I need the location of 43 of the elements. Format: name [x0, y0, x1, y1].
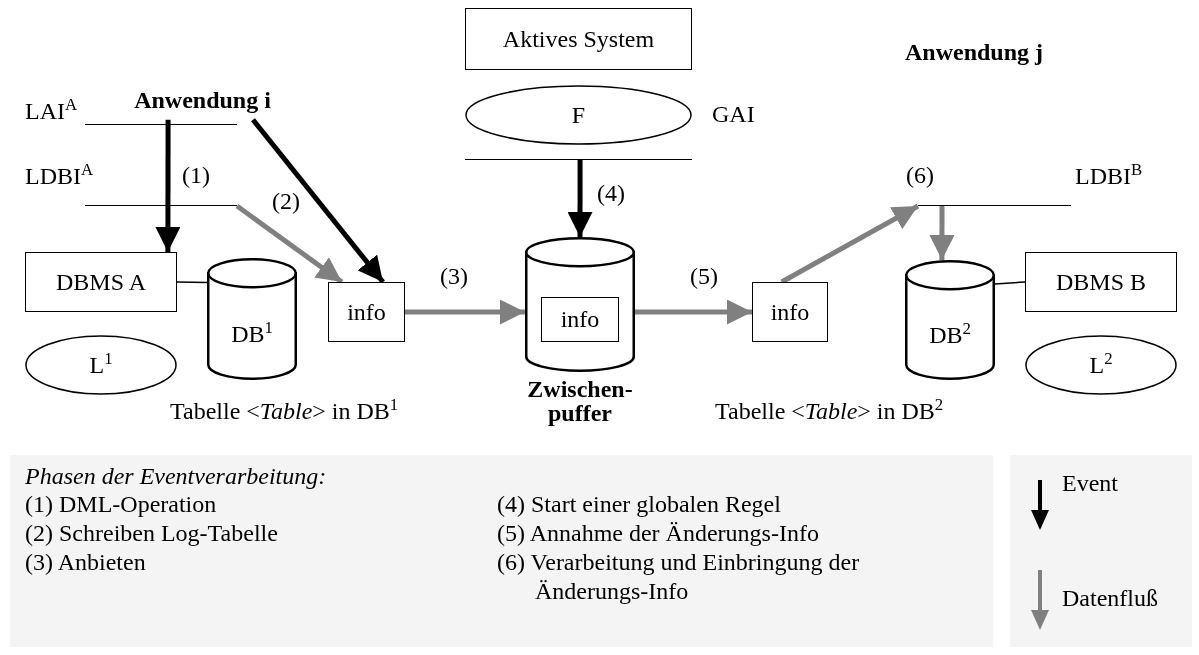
interface-label: LAI$^{A}$ [25, 98, 78, 125]
info-box: info [752, 282, 828, 342]
arrow [567, 160, 593, 237]
arrow [235, 203, 344, 285]
connector-line [176, 281, 208, 284]
phase-item: (4) Start einer globalen Regel [497, 490, 781, 519]
connector-line [994, 281, 1026, 285]
legend-title: Phasen der Eventverarbeitung: [25, 462, 327, 491]
arrow [251, 118, 385, 284]
application-label: Anwendung j [905, 38, 1044, 67]
phase-item: (5) Annahme der Änderungs-Info [497, 519, 819, 548]
phase-item: (2) Schreiben Log-Tabelle [25, 519, 278, 548]
legend-label: Event [1062, 470, 1118, 497]
interface-line [85, 205, 237, 207]
system-box: Aktives System [465, 8, 692, 70]
table-caption: Tabelle <Table> in DB$^{1}$ [170, 397, 399, 426]
phase-item: (6) Verarbeitung und Einbringung der Änderungs-Info [497, 548, 861, 606]
arrow [405, 299, 525, 325]
interface-label: LDBI$^{B}$ [1075, 163, 1143, 190]
phase-item: (3) Anbieten [25, 548, 146, 577]
log-ellipse: L$^{1}$ [25, 335, 177, 395]
log-ellipse: L$^{2}$ [1025, 335, 1177, 395]
dbms-box: DBMS B [1025, 252, 1177, 312]
info-box: info [541, 297, 619, 342]
table-caption: Tabelle <Table> in DB$^{2}$ [715, 397, 944, 426]
interface-line [465, 159, 692, 161]
arrow [780, 203, 920, 285]
interface-label: LDBI$^{A}$ [25, 163, 94, 190]
dbms-box: DBMS A [25, 252, 177, 312]
interface-line [918, 205, 1071, 207]
buffer-label: Zwischen- puffer [526, 377, 634, 428]
database-cylinder: DB$^{2}$ [905, 260, 995, 380]
application-label: Anwendung i [110, 82, 295, 118]
interface-line [85, 124, 237, 126]
component-ellipse: F [465, 85, 692, 145]
arrow [929, 206, 955, 260]
arrow [155, 119, 181, 252]
info-box: info [328, 282, 405, 342]
arrow [635, 299, 752, 325]
phase-item: (1) DML-Operation [25, 490, 217, 519]
legend-label: Datenfluß [1062, 585, 1158, 612]
database-cylinder: DB$^{1}$ [207, 258, 297, 380]
interface-label: GAI [712, 100, 755, 129]
